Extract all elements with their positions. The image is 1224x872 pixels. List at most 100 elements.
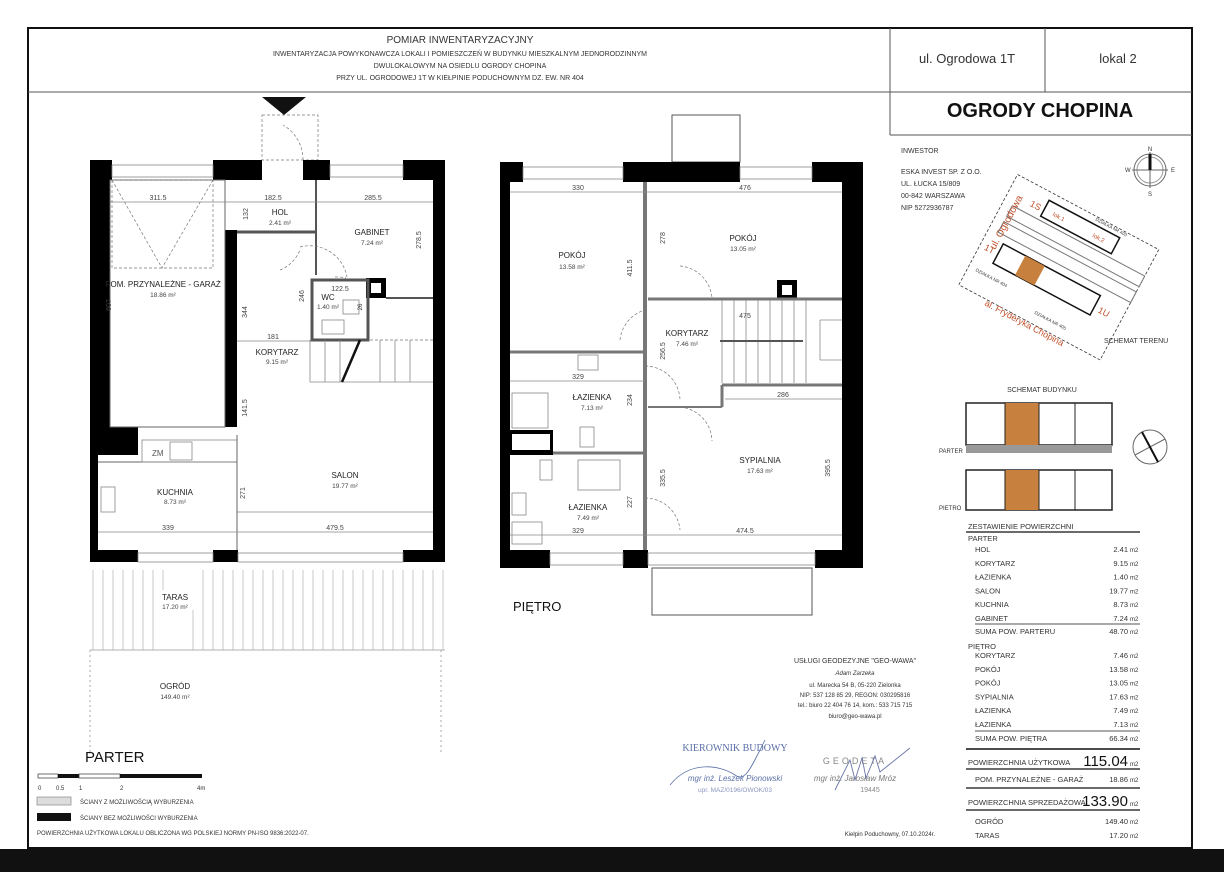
site-lok1: lok.1 [1051, 212, 1066, 224]
summary-row-value: 17.63 [1109, 692, 1128, 701]
garage-area-value: 18.86 [1109, 775, 1128, 784]
manager-name: mgr inż. Leszek Pionowski [688, 774, 782, 783]
room-area-taras: 17.20 m² [162, 604, 188, 611]
unit: m2 [1130, 737, 1139, 743]
unit: m2 [1130, 723, 1139, 729]
dimension: 286 [777, 392, 789, 399]
scale-bar: 0 0.5 1 2 4m [37, 773, 205, 792]
dimension: 26 [358, 303, 364, 310]
investor-heading: INWESTOR [901, 148, 939, 155]
dimension: 256.5 [660, 342, 667, 360]
unit: m2 [1130, 589, 1139, 595]
terrace-area-label: TARAS [975, 831, 999, 840]
manager-license: upr. MAZ/0196/OWOK/03 [698, 787, 772, 794]
surveyor-stamp: USŁUGI GEODEZYJNE "GEO-WAWA" Adam Zarzek… [794, 658, 917, 720]
ground-floor-plan: ZM POM. PRZYNALEŻNE - GARAŻ 18.86 m² HOL… [85, 97, 445, 766]
summary-row-value: 7.46 [1113, 651, 1128, 660]
manager-title: KIEROWNIK BUDOWY [682, 743, 787, 754]
usable-area-value: 115.04 [1083, 753, 1128, 770]
room-name-ogrod: OGRÓD [160, 682, 190, 691]
summary-parter-sum: 48.70 [1109, 627, 1128, 636]
sale-area-value: 133.90 [1082, 793, 1128, 810]
unit: m2 [1130, 548, 1139, 554]
legend-fixed: ŚCIANY BEZ MOŻLIWOŚCI WYBURZENIA [80, 814, 198, 822]
legend-swatch-fixed [37, 813, 71, 821]
room-name-wc: WC [321, 293, 335, 302]
unit-cell: lokal 2 [1099, 51, 1137, 66]
entrance-arrow-icon [262, 97, 306, 115]
scale-tick: 1 [79, 786, 83, 792]
room-name-pokoj: POKÓJ [558, 251, 585, 260]
room-area-pokoj: 13.05 m² [730, 246, 756, 253]
unit: m2 [1130, 834, 1139, 840]
date-place: Kiełpin Poduchowny, 07.10.2024r. [845, 832, 936, 838]
site-caption: SCHEMAT TERENU [1104, 338, 1168, 345]
garden-area-value: 149.40 [1105, 817, 1128, 826]
site-lok2: lok.2 [1091, 233, 1106, 245]
investor-line: UL. ŁUCKA 15/809 [901, 181, 960, 188]
sheet-border [27, 27, 1193, 849]
building-schema-title: SCHEMAT BUDYNKU [1007, 387, 1077, 394]
unit: m2 [1130, 654, 1139, 660]
summary-row-name: KORYTARZ [975, 651, 1016, 660]
room-name-lazienka: ŁAZIENKA [569, 503, 608, 512]
usable-area-label: POWIERZCHNIA UŻYTKOWA [968, 758, 1070, 767]
summary-row-name: GABINET [975, 614, 1008, 623]
header: POMIAR INWENTARYZACYJNY INWENTARYZACJA P… [273, 35, 1137, 122]
surveyor-name: Adam Zarzeka [834, 671, 875, 677]
doc-subtitle-1: INWENTARYZACJA POWYKONAWCZA LOKALI I POM… [273, 49, 647, 58]
summary-parter-sum-label: SUMA POW. PARTERU [975, 627, 1055, 636]
unit: m2 [1130, 603, 1139, 609]
doc-subtitle-3: PRZY UL. OGRODOWEJ 1T W KIEŁPINIE PODUCH… [336, 75, 584, 82]
dimension: 476 [739, 185, 751, 192]
summary-row-name: ŁAZIENKA [975, 706, 1011, 715]
dimension: 246 [299, 290, 306, 302]
unit: m2 [1130, 695, 1139, 701]
dimension: 479.5 [326, 525, 344, 532]
legend: ŚCIANY Z MOŻLIWOŚCIĄ WYBURZENIA ŚCIANY B… [36, 796, 309, 837]
scale-tick: 4m [197, 786, 205, 792]
summary-pietro-heading: PIĘTRO [968, 642, 996, 651]
site-plot-404: DZIAŁKA NR 404 [975, 267, 1009, 288]
manager-stamp: KIEROWNIK BUDOWY mgr inż. Leszek Pionows… [669, 739, 788, 794]
unit: m2 [1130, 617, 1139, 623]
compass-n: N [1148, 147, 1152, 153]
room-area-korytarz: 7.46 m² [676, 341, 699, 348]
room-area-salon: 19.77 m² [332, 483, 358, 490]
scale-tick: 0.5 [56, 786, 65, 792]
room-area-lazienka: 7.49 m² [577, 515, 600, 522]
summary-row-value: 9.15 [1113, 559, 1128, 568]
dimension: 339 [162, 525, 174, 532]
legend-removable: ŚCIANY Z MOŻLIWOŚCIĄ WYBURZENIA [80, 798, 194, 806]
summary-row-name: SYPIALNIA [975, 692, 1014, 701]
room-area-korytarz: 9.15 m² [266, 359, 289, 366]
room-area-sypialnia: 17.63 m² [747, 468, 773, 475]
unit: m2 [1130, 709, 1139, 715]
doc-subtitle-2: DWULOKALOWYM NA OSIEDLU OGRODY CHOPINA [374, 63, 547, 70]
surveyor-ids: NIP: 537 128 85 29, REGON: 030295816 [800, 693, 911, 699]
unit: m2 [1130, 820, 1139, 826]
dimension: 335.5 [660, 469, 667, 487]
summary-row-value: 19.77 [1109, 586, 1128, 595]
dimension: 311.5 [150, 195, 167, 202]
summary-row-value: 8.73 [1113, 600, 1128, 609]
room-name-lazienka: ŁAZIENKA [573, 393, 612, 402]
room-area-lazienka: 7.13 m² [581, 405, 604, 412]
dimension: 141.5 [242, 399, 249, 417]
investor-line: NIP 5272936787 [901, 205, 954, 212]
site-building-1u: 1U [1096, 305, 1111, 319]
summary-row-value: 7.24 [1113, 614, 1128, 623]
unit: m2 [1130, 562, 1139, 568]
room-area-hol: 2.41 m² [269, 220, 292, 227]
compass-w: W [1125, 168, 1131, 174]
dimension: 182.5 [264, 195, 282, 202]
room-name-korytarz: KORYTARZ [666, 329, 709, 338]
dimension: 395.5 [825, 459, 832, 477]
room-name-garage: POM. PRZYNALEŻNE - GARAŻ [105, 280, 221, 289]
dimension: 329 [572, 374, 584, 381]
dimension: 278 [660, 232, 667, 244]
unit: m2 [1130, 668, 1139, 674]
summary-parter-heading: PARTER [968, 534, 998, 543]
room-name-salon: SALON [331, 471, 358, 480]
